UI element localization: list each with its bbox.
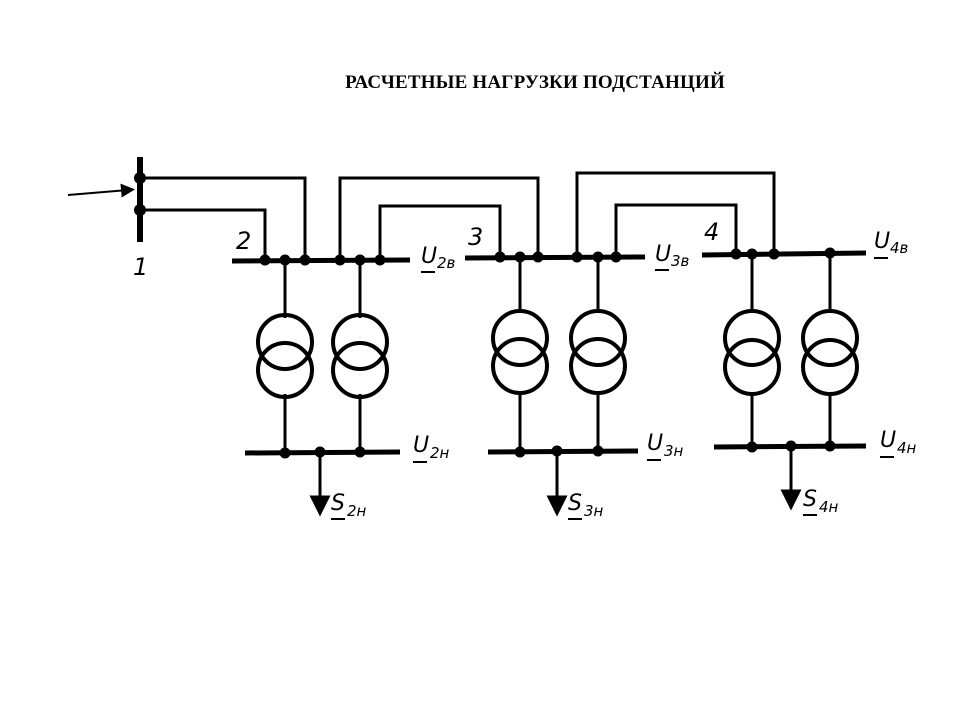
transformers xyxy=(256,309,859,399)
transformer-3b xyxy=(569,309,627,395)
svg-text:4н: 4н xyxy=(897,439,917,457)
transformer-2a xyxy=(256,313,314,399)
load-arrows xyxy=(309,446,802,517)
node-label-3: 3 xyxy=(468,223,483,251)
node-label-2: 2 xyxy=(236,227,251,255)
svg-text:2н: 2н xyxy=(430,444,450,462)
label-u3v: U 3в xyxy=(655,242,690,271)
bus-4-hv xyxy=(701,250,867,258)
node-label-1: 1 xyxy=(133,253,148,281)
svg-text:3н: 3н xyxy=(664,442,684,460)
transformer-leads xyxy=(283,253,832,453)
transformer-2b xyxy=(331,313,389,399)
svg-text:3в: 3в xyxy=(671,252,690,270)
svg-text:S: S xyxy=(568,491,582,516)
node-label-4: 4 xyxy=(704,218,719,246)
svg-text:U: U xyxy=(655,242,671,267)
svg-text:U: U xyxy=(880,428,896,453)
svg-text:2в: 2в xyxy=(437,254,456,272)
svg-text:S: S xyxy=(331,491,345,516)
page-title: РАСЧЕТНЫЕ НАГРУЗКИ ПОДСТАНЦИЙ xyxy=(345,72,725,93)
svg-text:U: U xyxy=(421,244,437,269)
bus-3-lv xyxy=(487,448,639,455)
label-s2n: S 2н xyxy=(331,491,367,520)
feeder-lines xyxy=(140,171,776,260)
transformer-3a xyxy=(491,309,549,395)
svg-text:3н: 3н xyxy=(584,502,604,520)
svg-text:4н: 4н xyxy=(819,498,839,516)
label-u3n: U 3н xyxy=(647,431,684,461)
junction-dots xyxy=(259,247,836,459)
input-arrow xyxy=(67,183,135,198)
svg-text:U: U xyxy=(874,229,890,254)
label-u4v: U 4в xyxy=(874,229,909,259)
source-bus-1 xyxy=(67,157,143,242)
svg-text:4в: 4в xyxy=(890,239,909,257)
transformer-4b xyxy=(801,309,859,396)
svg-text:S: S xyxy=(803,487,817,512)
label-s4n: S 4н xyxy=(803,487,839,516)
svg-text:2н: 2н xyxy=(347,502,367,520)
transformer-4a xyxy=(723,309,781,396)
label-u4n: U 4н xyxy=(880,428,917,458)
label-s3n: S 3н xyxy=(568,491,604,520)
svg-text:U: U xyxy=(647,431,663,456)
label-u2n: U 2н xyxy=(413,433,450,463)
svg-text:U: U xyxy=(413,433,429,458)
label-u2v: U 2в xyxy=(421,244,456,273)
